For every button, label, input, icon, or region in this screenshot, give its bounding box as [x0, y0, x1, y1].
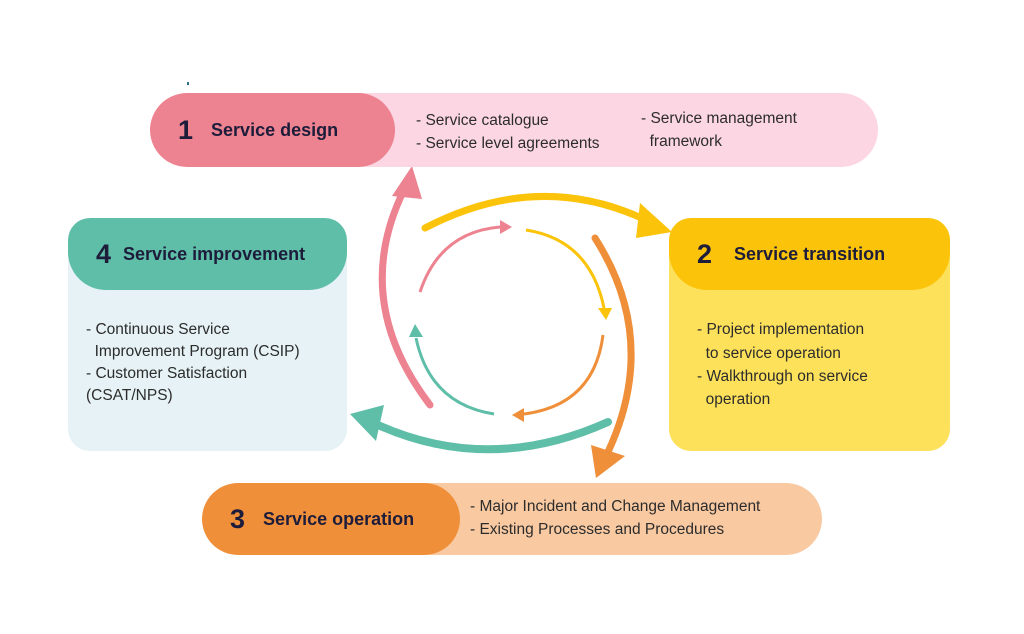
arrow-operation-to-improvement: [374, 418, 612, 454]
inner-arrow-head-pink: [500, 220, 512, 234]
inner-arrow-pink: [418, 225, 501, 293]
stage-title: Service transition: [734, 243, 886, 264]
stage-service-improvement-header: 4 Service improvement: [68, 218, 347, 290]
stage-item: (CSAT/NPS): [86, 387, 173, 404]
stage-number: 4: [96, 238, 112, 269]
stage-item: - Customer Satisfaction: [86, 365, 248, 382]
inner-arrow-head-orange: [512, 408, 524, 422]
stage-title: Service improvement: [123, 243, 306, 264]
stage-service-improvement: 4 Service improvement - Continuous Servi…: [68, 218, 347, 451]
stage-item: - Continuous Service: [86, 321, 230, 338]
stage-service-design-header: 1 Service design: [150, 93, 395, 167]
arrow-design-to-transition: [421, 193, 654, 232]
stage-item: framework: [641, 133, 722, 150]
stage-item: - Service level agreements: [416, 135, 600, 152]
inner-arrow-head-teal: [409, 324, 423, 337]
stage-item: Improvement Program (CSIP): [86, 343, 300, 360]
inner-arrow-head-yellow: [598, 308, 612, 320]
stage-item: - Walkthrough on service: [697, 368, 868, 385]
stage-title: Service design: [211, 119, 339, 140]
arrow-head-design: [392, 166, 422, 199]
arrow-head-transition: [636, 203, 672, 238]
inner-arrow-yellow: [525, 228, 606, 309]
arrow-head-improvement: [350, 405, 384, 441]
stage-item: - Service management: [641, 110, 797, 127]
stage-title: Service operation: [263, 508, 415, 529]
arrow-transition-to-operation: [591, 234, 635, 456]
stage-item: - Major Incident and Change Management: [470, 498, 761, 515]
stage-item: operation: [697, 391, 771, 408]
inner-arrow-teal: [414, 337, 495, 416]
stage-item: to service operation: [697, 345, 841, 362]
stage-number: 1: [178, 114, 194, 145]
stray-dot: [187, 82, 189, 85]
arrow-improvement-to-design: [378, 186, 434, 409]
stage-service-transition-header: 2 Service transition: [669, 218, 950, 290]
stage-item: - Project implementation: [697, 321, 865, 338]
stage-number: 3: [230, 503, 246, 534]
stage-service-design: 1 Service design - Service catalogue - S…: [150, 93, 878, 167]
stage-item: - Service catalogue: [416, 112, 549, 129]
stage-number: 2: [697, 238, 713, 269]
inner-arrow-orange: [523, 334, 605, 416]
stage-item: - Existing Processes and Procedures: [470, 521, 725, 538]
stage-service-transition: 2 Service transition - Project implement…: [669, 218, 950, 451]
stage-service-operation-header: 3 Service operation: [202, 483, 460, 555]
arrow-head-operation: [591, 445, 625, 478]
stage-service-operation: 3 Service operation - Major Incident and…: [202, 483, 822, 555]
